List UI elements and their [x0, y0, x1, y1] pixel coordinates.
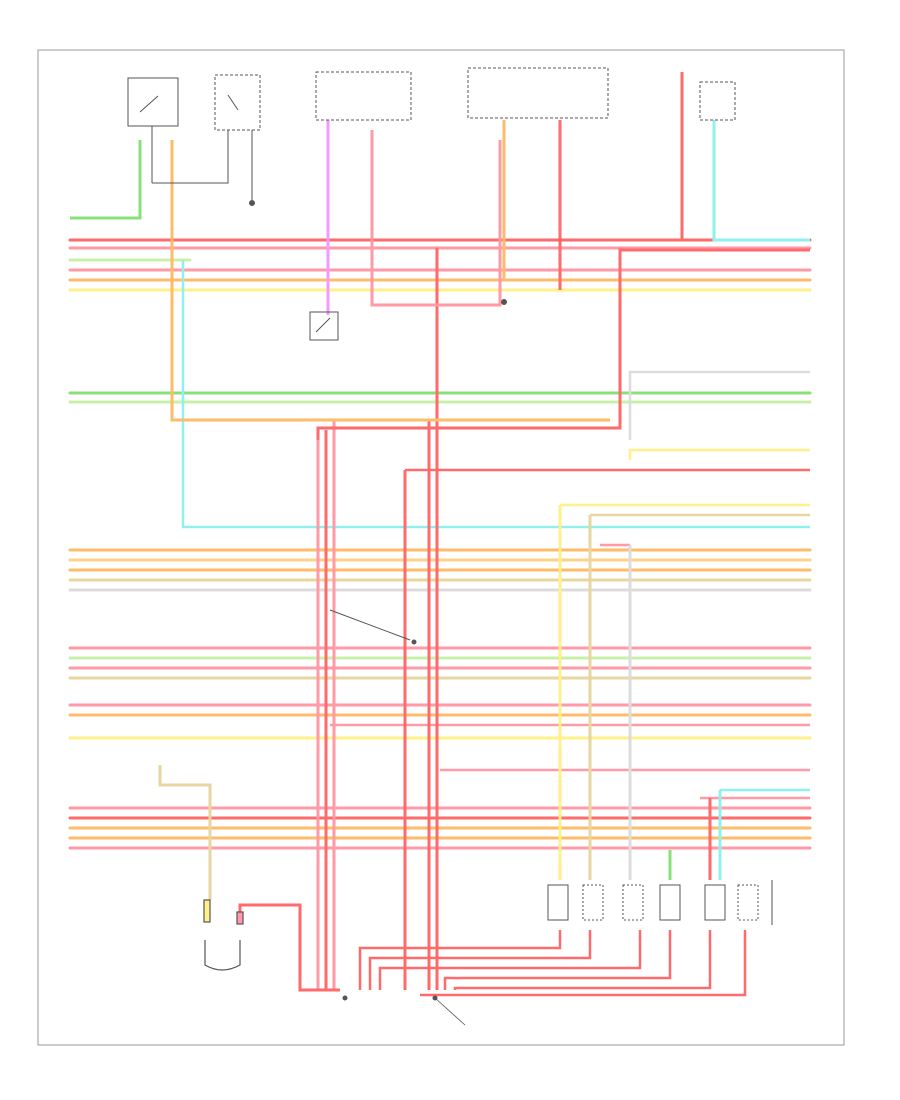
- ground-point-1: [249, 200, 255, 206]
- loop-red: [316, 248, 810, 440]
- drop-green: [70, 140, 142, 220]
- top-components: [127, 67, 736, 305]
- injector-6: [737, 884, 759, 921]
- top-switch-a-contact: [139, 95, 159, 113]
- top-module: [467, 67, 609, 119]
- horizontal-wires: [68, 238, 812, 850]
- mid-switch-contact: [315, 317, 331, 333]
- sensor-loop: [238, 903, 340, 992]
- bus-4: [443, 930, 672, 990]
- wire-stub-2: [628, 448, 810, 460]
- vertical-wires: [70, 72, 810, 992]
- injector-5: [704, 884, 726, 921]
- ground-point-3: [342, 995, 348, 1001]
- top-right-sensor: [699, 81, 736, 121]
- bus-6: [420, 930, 747, 997]
- drop-top-right-cyan: [712, 120, 810, 242]
- wire-stub-6: [181, 260, 810, 529]
- mid-switch: [309, 311, 339, 341]
- wire-stub-1: [628, 370, 810, 440]
- bus-1: [358, 930, 562, 990]
- diagram-frame: [37, 49, 845, 1046]
- ground-points: [342, 995, 466, 1026]
- bottom-sensor-group: [203, 899, 244, 971]
- top-fuse-box: [315, 71, 412, 121]
- mid-components: [309, 311, 417, 645]
- top-relay-lead: [152, 130, 229, 184]
- top-switch-a: [127, 77, 179, 127]
- ground-bus: [358, 930, 747, 997]
- bus-5: [453, 930, 712, 990]
- injectors: [547, 880, 773, 925]
- injector-3: [622, 884, 644, 921]
- bottom-sensor-connector-b: [236, 911, 244, 925]
- top-relay-contact: [227, 94, 239, 111]
- top-relay: [214, 74, 261, 131]
- injector-4: [659, 884, 681, 921]
- drop-top-pink: [370, 130, 502, 307]
- drop-bottom-sensor: [158, 765, 212, 900]
- ground-point-2: [501, 299, 507, 305]
- bus-2: [368, 930, 592, 990]
- bus-3: [378, 930, 642, 990]
- bottom-sensor: [204, 940, 241, 971]
- bottom-sensor-connector-a: [203, 899, 211, 923]
- injector-1: [547, 884, 569, 921]
- ground-leader: [434, 997, 466, 1026]
- mid-connector: [411, 639, 417, 645]
- right-wire-stubs: [181, 260, 810, 800]
- drop-orange: [170, 140, 610, 422]
- injector-2: [582, 884, 604, 921]
- mid-connector-leader: [329, 609, 411, 641]
